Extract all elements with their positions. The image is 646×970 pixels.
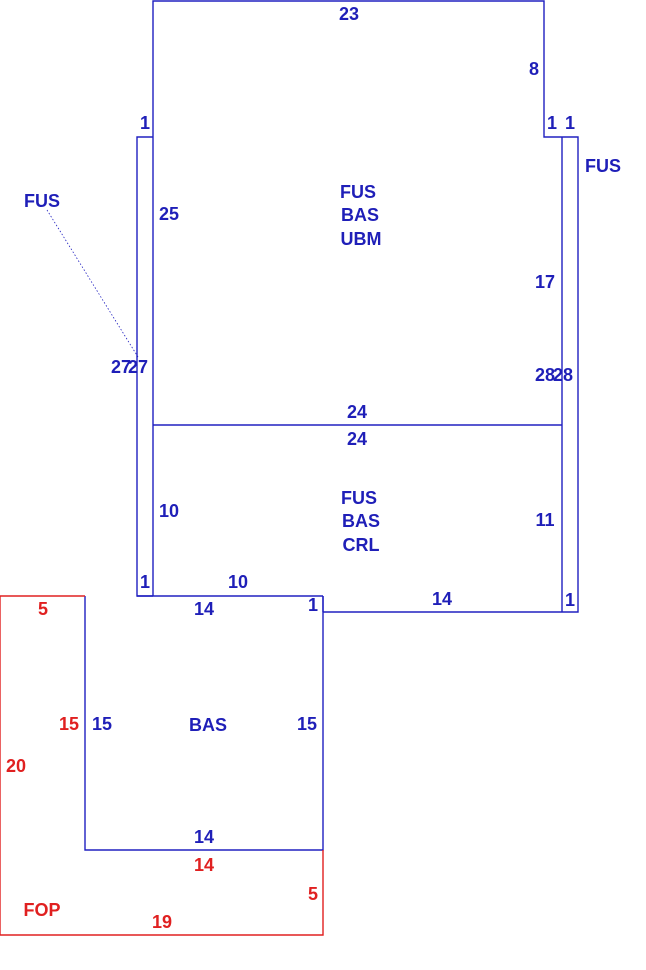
dim-left-wall-a: 27 [111, 357, 131, 377]
dim-upper-right-cap-a: 1 [547, 113, 557, 133]
dim-porch-bottom: 19 [152, 912, 172, 932]
porch-area-label: FOP [23, 900, 60, 920]
callout-leader [46, 209, 139, 358]
dim-lower-right: 15 [297, 714, 317, 734]
dim-left-wall-b: 27 [128, 357, 148, 377]
right-callout-label: FUS [585, 156, 621, 176]
dim-upper-left-cap: 1 [140, 113, 150, 133]
dim-porch-top: 5 [38, 599, 48, 619]
dim-divider-bottom: 24 [347, 429, 367, 449]
dim-upper-left: 25 [159, 204, 179, 224]
dim-lower-notch: 1 [308, 595, 318, 615]
dim-lower-bottom: 14 [194, 827, 214, 847]
dim-right-wall-b: 28 [553, 365, 573, 385]
dim-porch-right: 5 [308, 884, 318, 904]
main-structure-outline [84, 0, 579, 851]
right-wall-outline [562, 136, 579, 613]
left-callout-label: FUS [24, 191, 60, 211]
dim-middle-bottom-right: 14 [432, 589, 452, 609]
middle-area-label-1: FUS [341, 488, 377, 508]
lower-area-label: BAS [189, 715, 227, 735]
dim-divider-top: 24 [347, 402, 367, 422]
dim-middle-bottom-left: 10 [228, 572, 248, 592]
dim-upper-top: 23 [339, 4, 359, 24]
dim-left-wall-foot: 1 [140, 572, 150, 592]
dim-lower-top: 14 [194, 599, 214, 619]
dim-upper-right-cap-b: 1 [565, 113, 575, 133]
dim-right-wall-foot: 1 [565, 590, 575, 610]
dim-lower-left: 15 [92, 714, 112, 734]
dim-porch-left: 20 [6, 756, 26, 776]
upper-area-label-1: FUS [340, 182, 376, 202]
dim-middle-right: 11 [535, 510, 554, 530]
dim-middle-left: 10 [159, 501, 179, 521]
dim-porch-under: 14 [194, 855, 214, 875]
upper-area-label-2: BAS [341, 205, 379, 225]
middle-area-label-2: BAS [342, 511, 380, 531]
dim-upper-right: 17 [535, 272, 555, 292]
dim-right-wall-a: 28 [535, 365, 555, 385]
porch-outline [0, 595, 324, 936]
upper-block-outline [152, 0, 562, 138]
dim-upper-right-step: 8 [529, 59, 539, 79]
middle-area-label-3: CRL [343, 535, 380, 555]
upper-area-label-3: UBM [341, 229, 382, 249]
lower-block-outline [84, 596, 324, 851]
dim-porch-inner: 15 [59, 714, 79, 734]
